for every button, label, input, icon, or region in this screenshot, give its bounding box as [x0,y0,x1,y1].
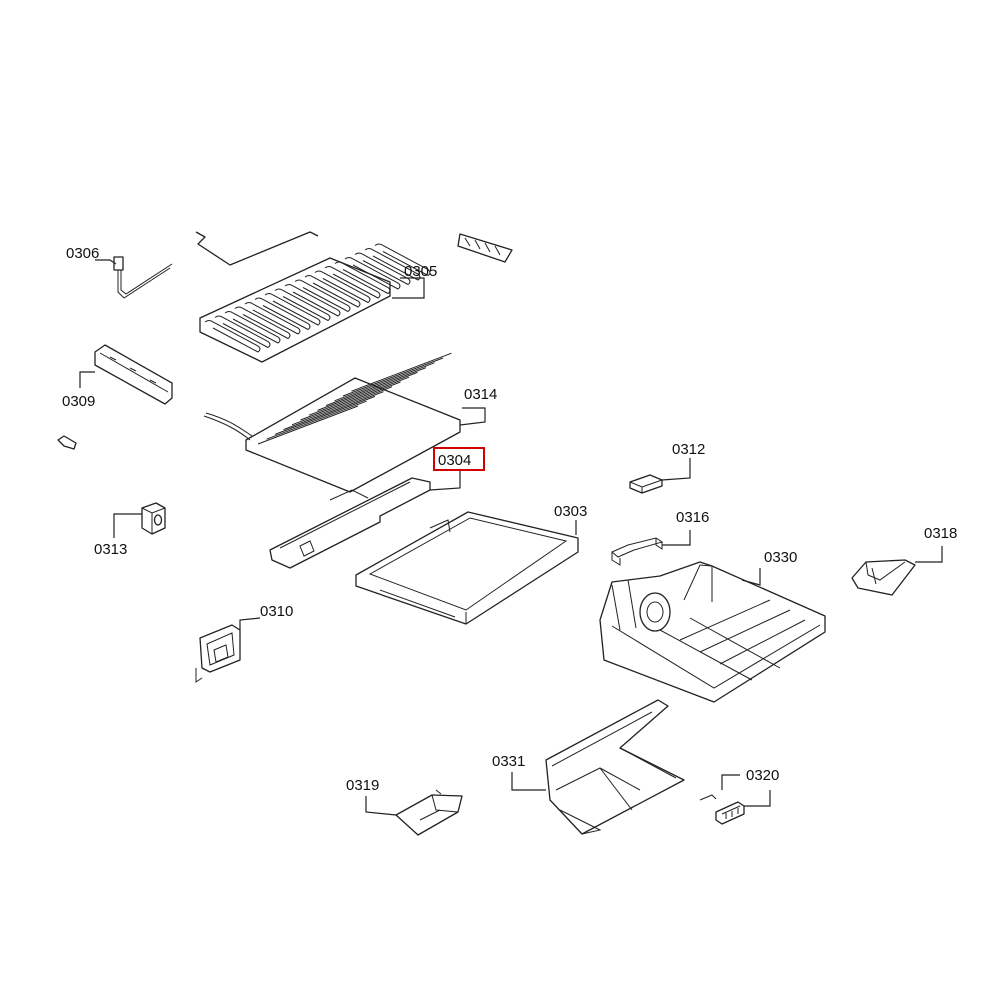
callout-labels: 0306 0305 0309 0314 0304 0312 0303 0316 … [62,245,957,794]
part-0312[interactable] [629,474,663,494]
heater-bar [283,391,384,431]
callout-0316[interactable]: 0316 [676,509,709,526]
part-0330-base[interactable] [599,561,826,703]
coil-fin [344,257,401,290]
coil-fin [254,297,311,331]
part-0306-sensor[interactable] [113,256,173,299]
coil-fin [304,275,361,308]
coil-fin [324,266,381,299]
part-0310[interactable] [195,624,241,683]
part-0304-drain-channel[interactable] [269,477,431,569]
part-0314-heater[interactable] [203,352,461,493]
heater-bar [257,405,359,445]
callout-0314[interactable]: 0314 [464,386,497,403]
coil-fin [214,315,271,349]
callout-0310[interactable]: 0310 [260,603,293,620]
part-0318[interactable] [851,559,916,596]
heater-bar [325,367,427,407]
coil-fin [284,284,341,317]
coil-fin [334,261,391,295]
callout-0312[interactable]: 0312 [672,441,705,458]
part-0305-evaporator[interactable] [195,231,513,363]
heater-bar [317,371,418,411]
heater-bar [308,376,410,416]
callout-0319[interactable]: 0319 [346,777,379,794]
heater-bar [351,352,452,392]
part-0316[interactable] [611,537,664,566]
heater-bar [342,357,444,397]
callout-0309[interactable]: 0309 [62,393,95,410]
callout-0303[interactable]: 0303 [554,503,587,520]
coil-fin [204,320,261,353]
coil-fin [274,288,331,322]
part-0309[interactable] [94,344,173,405]
coil-fin [264,293,321,326]
coil-fin [244,302,301,335]
callout-0304[interactable]: 0304 [438,452,471,469]
coil-fin [224,311,281,344]
callout-0320[interactable]: 0320 [746,767,779,784]
coil-fin [234,306,291,340]
callout-0318[interactable]: 0318 [924,525,957,542]
callout-0330[interactable]: 0330 [764,549,797,566]
callout-0313[interactable]: 0313 [94,541,127,558]
callout-0305[interactable]: 0305 [404,263,437,280]
heater-bar [274,395,376,435]
leader-lines [79,259,943,816]
part-0319[interactable] [395,789,463,836]
heater-bar [266,400,367,440]
coil-fin [374,243,431,277]
heater-bar [291,386,393,426]
callout-0306[interactable]: 0306 [66,245,99,262]
part-small-clip[interactable] [57,435,77,450]
callout-0331[interactable]: 0331 [492,753,525,770]
coil-fin [364,248,421,281]
highlight-box-0304 [433,447,485,471]
part-0331-duct[interactable] [545,699,685,835]
part-0320[interactable] [699,794,745,825]
coil-fin [294,279,351,313]
coil-fin [314,270,371,304]
part-0313[interactable] [141,502,166,535]
heater-bar [300,381,401,421]
part-0303-tray[interactable] [355,511,579,625]
heater-bar [334,362,435,402]
